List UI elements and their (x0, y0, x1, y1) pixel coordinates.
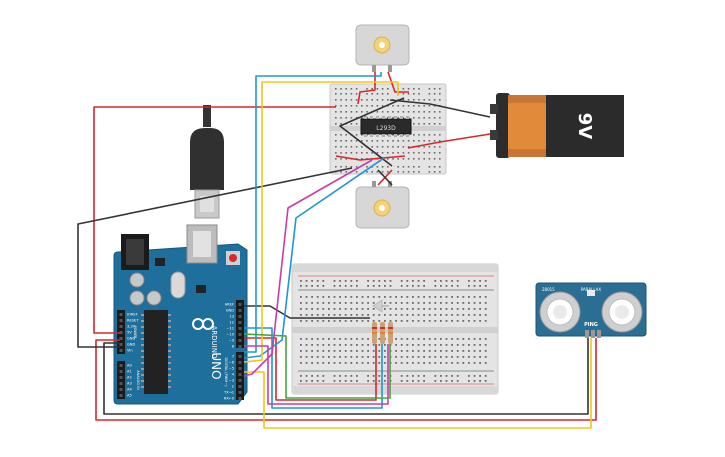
wires (77, 71, 597, 429)
digital-pin-label-high-2: 13 (229, 315, 234, 319)
digital-pin-label-low-6: TX→1 (223, 391, 234, 395)
battery-9v[interactable]: 9V (490, 93, 624, 158)
wire-black-motor-bottom[interactable] (377, 169, 393, 186)
analog-pin-label-4: A4 (127, 388, 132, 392)
digital-pin-label-high-3: 12 (229, 321, 234, 325)
wire-black-bb[interactable] (244, 305, 370, 319)
wire-magenta-chip[interactable] (243, 159, 373, 377)
digital-pin-label-low-0: 7 (232, 355, 234, 359)
digital-pin-label-high-0: AREF (225, 303, 234, 307)
wire-yellow-top[interactable] (243, 81, 399, 363)
arduino-uno[interactable]: ARDUINO UNO IOREFRESET3.3V5VGNDGNDVinA0A… (113, 224, 248, 405)
arduino-model-text: UNO (209, 352, 223, 379)
usb-cable[interactable] (190, 105, 224, 219)
dc-motor-bottom[interactable] (355, 181, 410, 229)
digital-pin-label-high-5: ~10 (226, 333, 234, 337)
digital-pin-label-low-1: ~6 (229, 361, 235, 365)
sensor-small-text: 28015 (542, 287, 555, 292)
power-pin-label-2: 3.3V (127, 325, 136, 329)
arduino-brand-text: ARDUINO (210, 326, 218, 359)
analog-pin-label-1: A1 (127, 370, 132, 374)
wire-red-chip[interactable] (335, 155, 406, 161)
analog-pin-label-0: A0 (127, 364, 132, 368)
wire-yellow-sensor[interactable] (244, 338, 592, 429)
wire-black-chip[interactable] (339, 97, 405, 167)
digital-header-label: DIGITAL (PWM~) (224, 357, 228, 387)
analog-pin-label-2: A2 (127, 376, 132, 380)
digital-pin-label-low-5: 2 (232, 385, 234, 389)
wire-magenta-bb[interactable] (244, 344, 389, 405)
digital-pin-label-low-4: ~3 (229, 379, 234, 383)
wire-blue-top[interactable] (244, 72, 382, 353)
wire-red-sensor[interactable] (95, 338, 597, 421)
wire-green-bb[interactable] (243, 333, 391, 399)
wire-black-sensor[interactable] (103, 338, 589, 415)
power-pin-label-4: GND (127, 337, 135, 341)
wire-blue-chip[interactable] (243, 157, 385, 359)
digital-pin-label-low-3: 4 (232, 373, 235, 377)
power-pin-label-0: IOREF (127, 313, 138, 317)
digital-pin-label-high-1: GND (226, 309, 234, 313)
arduino-logo (192, 318, 214, 330)
analog-pin-label-5: A5 (127, 394, 132, 398)
digital-pin-label-low-2: ~5 (229, 367, 234, 371)
dc-motor-top[interactable] (355, 24, 410, 72)
analog-header[interactable] (117, 361, 125, 399)
wire-red-bb[interactable] (244, 337, 377, 401)
power-pin-label-6: Vin (127, 349, 133, 353)
power-pin-label-1: RESET (127, 319, 139, 323)
wire-black-battery[interactable] (389, 99, 491, 118)
motor-driver-label: L293D (376, 125, 396, 132)
wire-red-battery[interactable] (407, 133, 491, 149)
digital-pin-label-high-7: 8 (232, 345, 235, 349)
wire-red-motor-top[interactable] (357, 72, 376, 105)
power-header-label: POWER (133, 326, 137, 340)
digital-pin-label-high-6: ~9 (229, 339, 235, 343)
resistors[interactable] (372, 322, 393, 344)
wire-red-motor-top2[interactable] (387, 71, 409, 93)
analog-header-label: ANALOG IN (136, 370, 140, 390)
digital-pin-label-high-4: ~11 (226, 327, 234, 331)
ultrasonic-sensor[interactable]: PARALLAX 28015 PING (535, 282, 647, 338)
wire-black-gnd[interactable] (77, 167, 353, 348)
digital-pin-label-low-7: RX←0 (224, 397, 235, 401)
battery-label: 9V (574, 113, 595, 140)
power-pin-label-3: 5V (127, 331, 132, 335)
breadboard-large[interactable] (291, 263, 499, 395)
power-pin-label-5: GND (127, 343, 135, 347)
motor-driver-chip[interactable]: L293D (360, 116, 412, 137)
led[interactable] (372, 299, 389, 313)
sensor-name-text: PING (584, 322, 598, 328)
sensor-brand-text: PARALLAX (581, 287, 602, 292)
analog-pin-label-3: A3 (127, 382, 132, 386)
